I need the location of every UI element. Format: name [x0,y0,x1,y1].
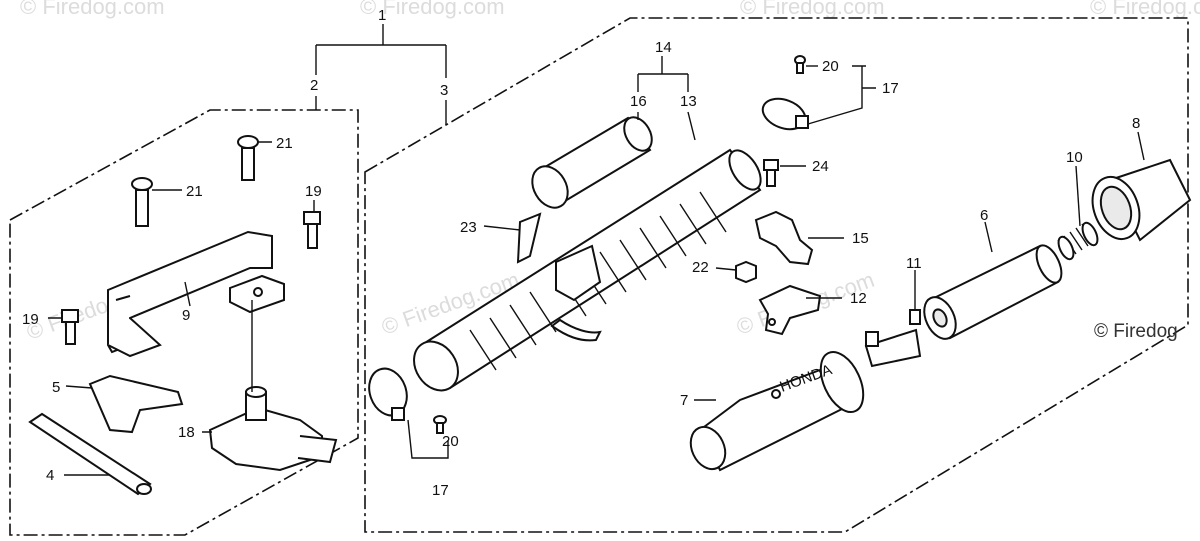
callout-24: 24 [812,158,829,175]
callout-13: 13 [680,93,697,110]
callout-3: 3 [440,82,448,99]
leader-6 [984,221,993,253]
callout-4: 4 [46,467,54,484]
brand-mark: © Firedog [1094,321,1178,342]
callout-8: 8 [1132,115,1140,132]
group-box-2 [9,109,359,536]
nozzle-part-7: HONDA [689,351,865,472]
leader-8 [1137,131,1145,161]
callout-labels: 1 2 3 4 5 6 7 8 9 10 11 12 13 14 15 16 1… [22,7,1140,499]
leader-10 [1075,165,1081,227]
bracket-part-12 [758,284,822,336]
callout-23: 23 [460,219,477,236]
leader-13 [687,111,696,141]
bolt-part-21-lower [131,177,153,227]
watermark-text: © Firedog.com [1090,0,1200,19]
screw-part-20-lower [433,415,447,434]
leader-17-lower [407,419,449,459]
screw-part-20-upper [794,55,806,74]
bolt-part-19-left [61,309,79,345]
callout-6: 6 [980,207,988,224]
spring-part-10 [1057,221,1099,261]
callout-15: 15 [852,230,869,247]
cap-part-8 [1091,158,1192,242]
watermark-text: © Firedog.com [740,0,885,19]
callout-16: 16 [630,93,647,110]
leader-17-upper [807,65,876,125]
hose-clamp-part-17-lower [368,367,408,421]
clamp-part-18 [208,386,338,472]
sleeve-part-16 [531,116,653,209]
callout-21-upper: 21 [276,135,293,152]
leader-9 [184,281,191,307]
clip-part-5 [88,374,184,434]
watermark-text: © Firedog.com [20,0,165,19]
callout-21-lower: 21 [186,183,203,200]
leader-23 [483,225,521,231]
callout-17-lower: 17 [432,482,449,499]
callout-12: 12 [850,290,867,307]
callout-14: 14 [655,39,672,56]
bolt-part-24 [763,159,779,187]
leader-22 [715,267,737,271]
bolt-part-21-upper [237,135,259,181]
leaders-21 [152,141,272,191]
callout-19-left: 19 [22,311,39,328]
callout-9: 9 [182,307,190,324]
callout-7: 7 [680,392,688,409]
bracket-lines [315,24,447,125]
callout-20-upper: 20 [822,58,839,75]
leaders-18 [202,300,253,433]
bolt-part-11 [864,309,922,368]
bracket-part-9 [107,230,285,358]
callout-1: 1 [378,7,386,24]
callout-20-lower: 20 [442,433,459,450]
hose-part-13 [413,148,762,392]
callout-10: 10 [1066,149,1083,166]
callout-2: 2 [310,77,318,94]
nut-part-22 [735,260,757,284]
watermark-text: © Firedog.com [360,0,505,19]
bracket-14 [637,56,689,92]
tube-part-4 [28,412,152,496]
filter-part-6 [923,244,1063,340]
group-box-3 [364,17,1189,533]
callout-5: 5 [52,379,60,396]
callout-18: 18 [178,424,195,441]
bracket-part-15 [754,210,814,266]
callout-22: 22 [692,259,709,276]
bolt-part-19-right [303,211,321,249]
leaders-19 [48,200,315,319]
callout-19-right: 19 [305,183,322,200]
callout-17-upper: 17 [882,80,899,97]
leader-5 [65,385,93,389]
hose-clamp-part-17-upper [761,97,809,131]
callout-11: 11 [906,255,922,272]
strap-part-23 [516,212,602,342]
